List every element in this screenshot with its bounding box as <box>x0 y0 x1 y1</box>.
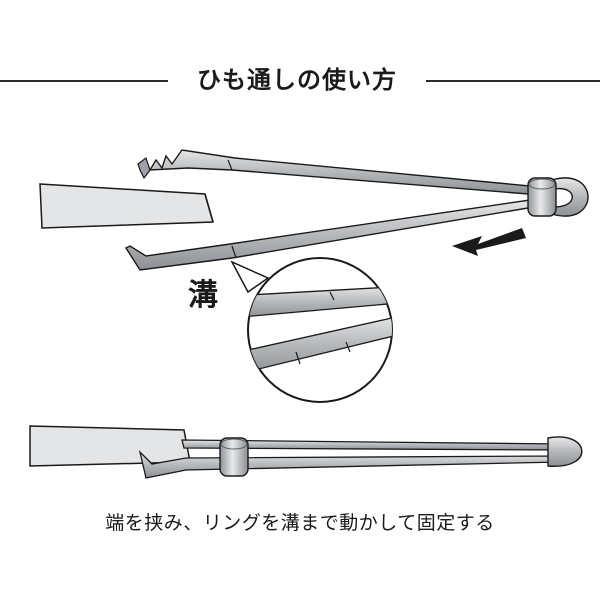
strap-end-lower <box>29 425 191 467</box>
ring-lower <box>219 437 249 477</box>
section-header: ひも通しの使い方 <box>0 62 600 98</box>
tongs-upper <box>124 149 589 271</box>
header-rule-left <box>0 80 168 82</box>
direction-arrow-icon <box>452 228 526 256</box>
groove-label: 溝 <box>188 278 218 313</box>
strap-end-upper <box>39 183 214 229</box>
instruction-caption: 端を挟み、リングを溝まで動かして固定する <box>105 512 495 534</box>
tongs-lower <box>138 436 583 479</box>
section-title: ひも通しの使い方 <box>197 66 397 94</box>
zoom-callout <box>230 257 393 403</box>
header-rule-right <box>426 80 600 82</box>
ring-upper <box>527 177 557 217</box>
